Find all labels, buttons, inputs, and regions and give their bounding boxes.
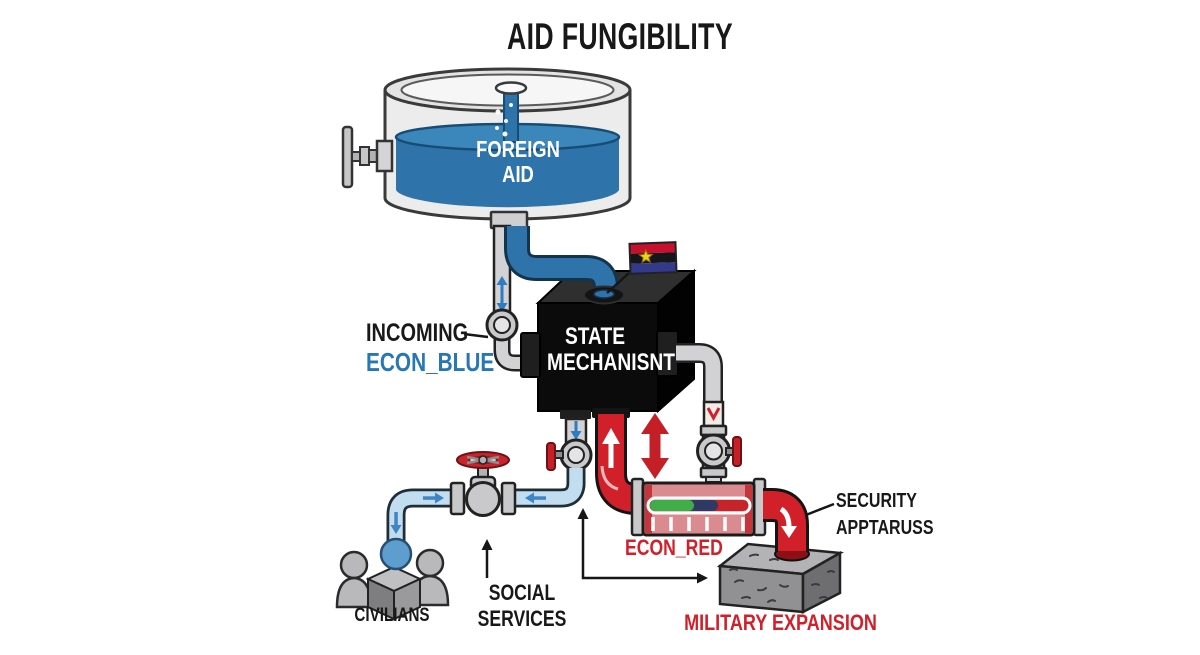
security-leader-line (805, 502, 835, 517)
flag-icon (628, 241, 678, 275)
econ-red-label: ECON_RED (625, 535, 723, 560)
flag-leader-line (606, 272, 630, 294)
tank-valve (341, 125, 394, 189)
tank-label: FOREIGN AID (476, 136, 560, 187)
aid-inflow-pipe (504, 226, 619, 301)
foreign-aid-tank (341, 67, 632, 230)
annotation-arrows (463, 272, 835, 580)
concrete-texture (729, 553, 835, 603)
security-feed-pipe (656, 330, 742, 483)
flow-gauge (630, 477, 767, 537)
incoming-valve (485, 308, 541, 378)
box-inlet-ring (583, 285, 625, 305)
two-way-flow-arrow (496, 276, 508, 312)
civilians-label: CIVILIANS (354, 605, 430, 626)
social-services-label: SOCIAL SERVICES (477, 580, 567, 631)
red-valve-handle (546, 442, 556, 471)
flow-arrows-blue (390, 492, 546, 534)
check-valve-chevron (706, 407, 721, 422)
down-flow-arrow (570, 421, 582, 440)
down-flow-arrow-white (779, 506, 797, 538)
gauge-ticks (651, 517, 745, 531)
gauge-meter (646, 496, 752, 515)
econ-blue-label: ECON_BLUE (366, 347, 495, 377)
civilians-group (335, 537, 450, 621)
aid-droplet (379, 537, 413, 571)
military-block (716, 542, 845, 615)
page-title: AID FUNGIBILITY (507, 16, 733, 57)
check-valve-window (702, 400, 725, 428)
up-flow-arrow (602, 428, 620, 468)
social-output-pipe (546, 410, 593, 488)
red-double-arrow (641, 413, 669, 479)
incoming-label: INCOMING (366, 319, 469, 347)
bubbles (495, 103, 513, 137)
red-valve-handle (732, 436, 742, 467)
incoming-leader-line (463, 332, 489, 339)
military-label: MILITARY EXPANSION (684, 610, 877, 635)
security-label: SECURITY APPTARUSS (836, 490, 934, 539)
red-handwheel (456, 451, 510, 469)
goods-cube (365, 565, 423, 621)
diversion-arrow (581, 517, 699, 580)
military-feed-elbow (763, 488, 810, 562)
social-services-valve (449, 451, 517, 517)
state-box-label: STATE MECHANISNT (547, 323, 675, 376)
annotation-arrowheads (481, 508, 708, 584)
